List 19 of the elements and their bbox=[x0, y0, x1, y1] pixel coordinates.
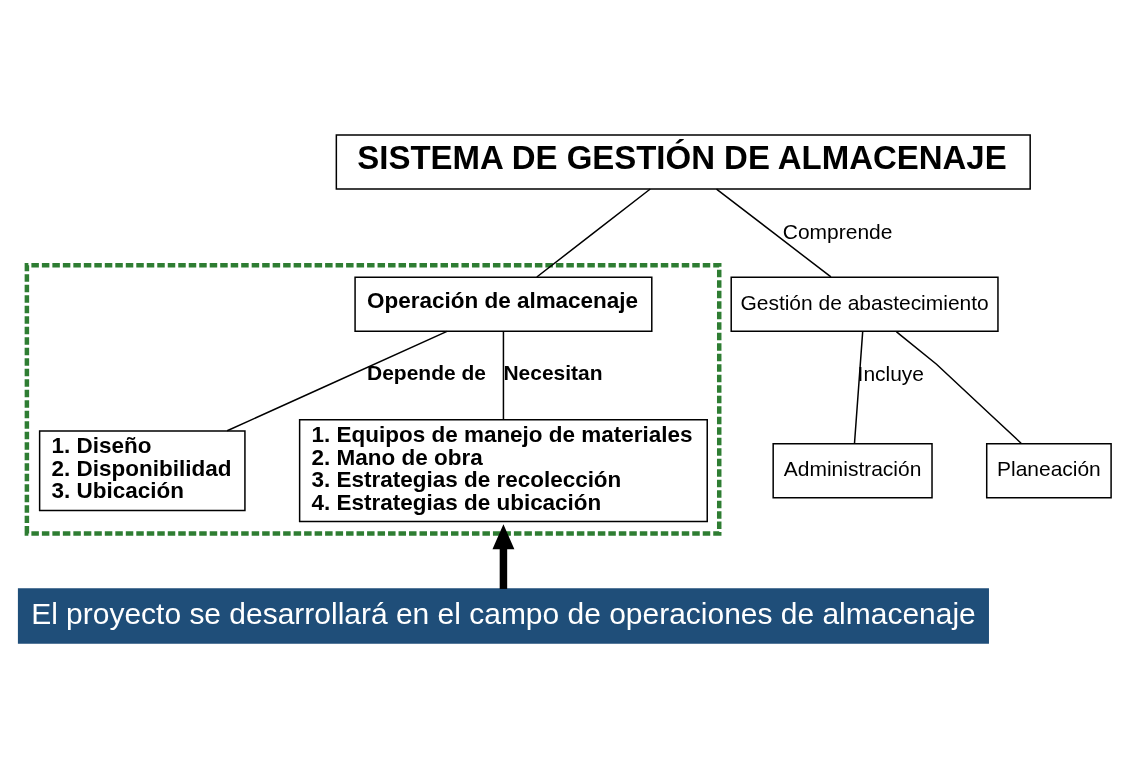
cluster bbox=[24, 263, 722, 536]
node-box: Gestión de abastecimiento bbox=[730, 276, 999, 333]
node-box: Administración bbox=[772, 442, 933, 499]
connector bbox=[895, 330, 1022, 444]
arrow bbox=[492, 524, 515, 589]
connector bbox=[715, 188, 832, 278]
connector bbox=[502, 330, 505, 421]
node-box: 1. Diseño 2. Disponibilidad 3. Ubicación bbox=[38, 430, 246, 512]
node-box: El proyecto se desarrollará en el campo de operaciones de almacenaje bbox=[17, 588, 989, 644]
node-box: SISTEMA DE GESTIÓN DE ALMACENAJE bbox=[335, 134, 1031, 190]
edge-label: Necesitan bbox=[503, 360, 603, 384]
connector bbox=[226, 330, 448, 432]
node-box: Planeación bbox=[985, 442, 1112, 499]
node-box: 1. Equipos de manejo de materiales 2. Mano de obra 3. Estrategias de recolección 4. Estrategias de ubicación bbox=[298, 418, 708, 523]
edge-label: Comprende bbox=[782, 219, 893, 243]
connector bbox=[853, 330, 864, 445]
edge-label: Depende de bbox=[367, 360, 486, 384]
node-box: Operación de almacenaje bbox=[354, 276, 653, 333]
connector bbox=[536, 188, 652, 278]
